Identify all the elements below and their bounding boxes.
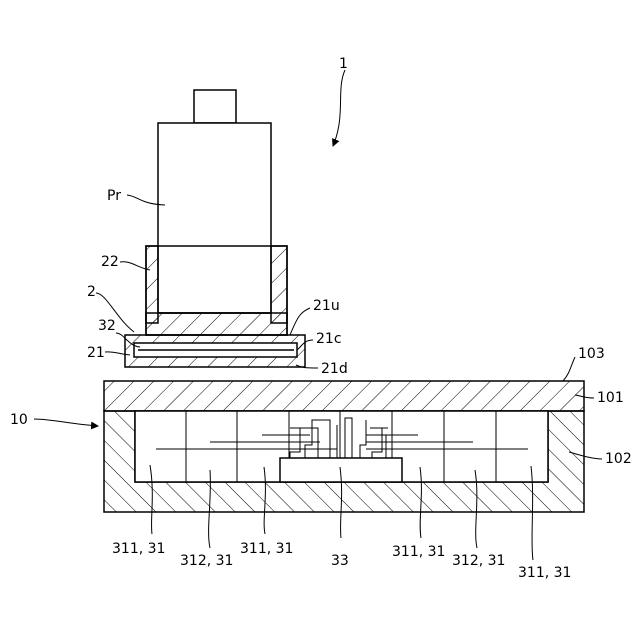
label-plate-cavity: 21c bbox=[316, 331, 342, 347]
label-tool: 2 bbox=[87, 284, 96, 300]
label-probe: Pr bbox=[107, 188, 121, 204]
label-cell: 311, 31 bbox=[518, 565, 571, 581]
label-case: 102 bbox=[605, 451, 632, 467]
label-plate-lower: 21d bbox=[321, 361, 348, 377]
holder-left-wall bbox=[146, 246, 158, 323]
label-device: 1 bbox=[339, 56, 348, 72]
label-chip: 33 bbox=[331, 553, 349, 569]
label-cell: 312, 31 bbox=[452, 553, 505, 569]
cover-plate bbox=[104, 381, 584, 411]
label-assembly: 10 bbox=[10, 412, 28, 428]
probe-cap bbox=[194, 90, 236, 123]
label-cell: 311, 31 bbox=[112, 541, 165, 557]
label-plate: 21 bbox=[87, 345, 105, 361]
probe-body bbox=[158, 123, 271, 313]
label-holder: 22 bbox=[101, 254, 119, 270]
label-cover: 101 bbox=[597, 390, 624, 406]
label-top-surface: 103 bbox=[578, 346, 605, 362]
label-cell: 311, 31 bbox=[392, 544, 445, 560]
label-sheet: 32 bbox=[98, 318, 116, 334]
label-plate-upper: 21u bbox=[313, 298, 340, 314]
label-cell: 312, 31 bbox=[180, 553, 233, 569]
holder-base bbox=[146, 313, 287, 335]
holder-right-wall bbox=[271, 246, 287, 323]
label-cell: 311, 31 bbox=[240, 541, 293, 557]
